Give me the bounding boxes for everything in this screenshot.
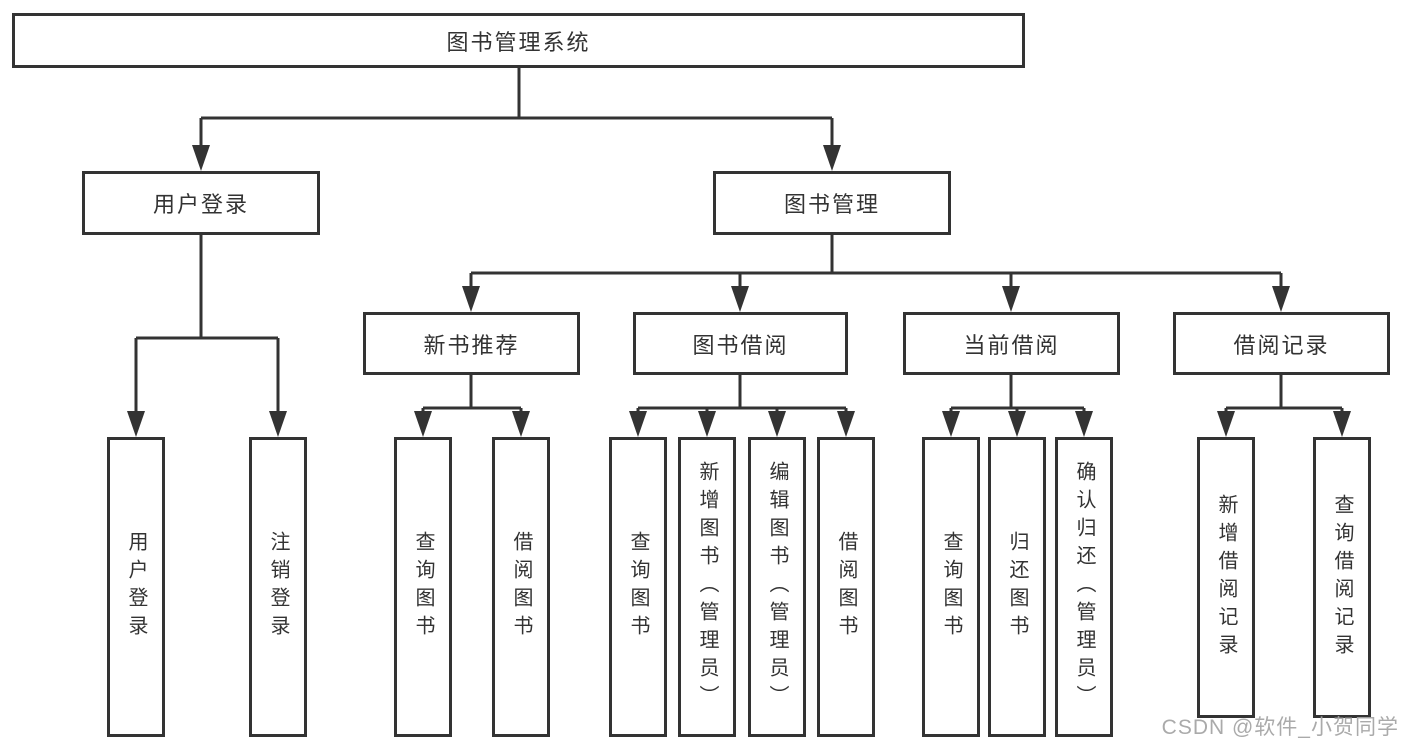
leaf-user-login: 用户登录 xyxy=(107,437,165,737)
leaf-label: 用户登录 xyxy=(125,531,147,643)
node-current-borrow: 当前借阅 xyxy=(903,312,1120,375)
leaf-label: 确认归还（管理员） xyxy=(1073,461,1095,713)
leaf-label: 新增图书（管理员） xyxy=(696,461,718,713)
leaf-query-borrow-record: 查询借阅记录 xyxy=(1313,437,1371,718)
leaf-borrow-books-borrow: 借阅图书 xyxy=(817,437,875,737)
node-borrow-records: 借阅记录 xyxy=(1173,312,1390,375)
leaf-add-borrow-record: 新增借阅记录 xyxy=(1197,437,1255,718)
node-library-system-root: 图书管理系统 xyxy=(12,13,1025,68)
leaf-query-books-recommend: 查询图书 xyxy=(394,437,452,737)
leaf-label: 查询借阅记录 xyxy=(1331,493,1353,662)
leaf-return-books: 归还图书 xyxy=(988,437,1046,737)
leaf-label: 查询图书 xyxy=(412,531,434,643)
leaf-confirm-return-admin: 确认归还（管理员） xyxy=(1055,437,1113,737)
leaf-label: 借阅图书 xyxy=(835,531,857,643)
leaf-label: 归还图书 xyxy=(1006,531,1028,643)
leaf-label: 注销登录 xyxy=(267,531,289,643)
node-book-borrow: 图书借阅 xyxy=(633,312,848,375)
leaf-query-books-borrow: 查询图书 xyxy=(609,437,667,737)
leaf-label: 新增借阅记录 xyxy=(1215,493,1237,662)
leaf-label: 借阅图书 xyxy=(510,531,532,643)
leaf-edit-book-admin: 编辑图书（管理员） xyxy=(748,437,806,737)
leaf-borrow-books-recommend: 借阅图书 xyxy=(492,437,550,737)
csdn-watermark: CSDN @软件_小贺同学 xyxy=(1161,716,1399,739)
node-book-management: 图书管理 xyxy=(713,171,951,235)
node-new-book-recommend: 新书推荐 xyxy=(363,312,580,375)
leaf-label: 查询图书 xyxy=(940,531,962,643)
leaf-query-books-current: 查询图书 xyxy=(922,437,980,737)
arrowheads xyxy=(127,145,1351,437)
leaf-add-book-admin: 新增图书（管理员） xyxy=(678,437,736,737)
node-user-login: 用户登录 xyxy=(82,171,320,235)
leaf-label: 编辑图书（管理员） xyxy=(766,461,788,713)
leaf-label: 查询图书 xyxy=(627,531,649,643)
leaf-logout-login: 注销登录 xyxy=(249,437,307,737)
